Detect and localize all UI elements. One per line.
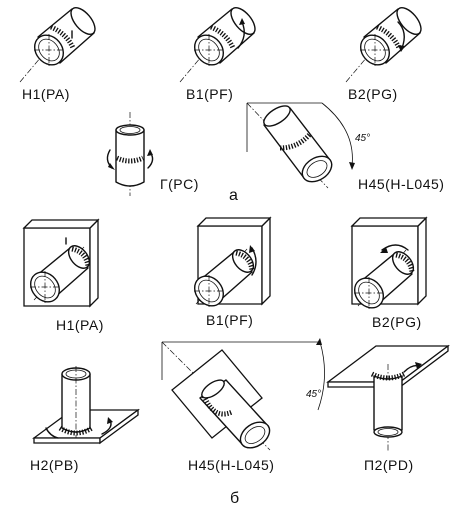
pipe-to-plate-p2 xyxy=(326,344,450,452)
label-b-h1: H1(PA) xyxy=(56,317,104,333)
label-b-h45: H45(H-L045) xyxy=(188,457,274,473)
angle-label-b: 45° xyxy=(306,389,321,400)
section-label-b: б xyxy=(230,490,239,507)
angle-label-a: 45° xyxy=(355,133,370,144)
pipe-butt-b1 xyxy=(179,7,256,83)
pipe-to-plate-h1 xyxy=(22,218,100,308)
pipe-to-plate-h45: 45° xyxy=(161,338,325,451)
pipe-to-plate-b1 xyxy=(193,216,272,307)
label-b-b1: B1(PF) xyxy=(206,312,253,328)
label-a-b1: B1(PF) xyxy=(186,86,233,102)
label-b-p2: П2(PD) xyxy=(364,457,414,473)
label-b-b2: B2(PG) xyxy=(372,314,422,330)
section-label-a: а xyxy=(229,187,238,204)
pipe-to-plate-h2 xyxy=(32,366,140,445)
pipe-butt-h1 xyxy=(19,7,96,83)
label-a-b2: B2(PG) xyxy=(348,86,398,102)
pipe-to-plate-b2 xyxy=(350,216,428,309)
pipe-butt-h45-inclined: 45° xyxy=(246,102,370,189)
label-b-h2: H2(PB) xyxy=(30,457,79,473)
label-a-h45: H45(H-L045) xyxy=(358,176,444,192)
label-a-h1: H1(PA) xyxy=(22,86,70,102)
pipe-butt-g-vertical xyxy=(106,112,154,196)
pipe-butt-b2 xyxy=(345,7,422,83)
label-a-g: Г(PC) xyxy=(160,176,199,192)
